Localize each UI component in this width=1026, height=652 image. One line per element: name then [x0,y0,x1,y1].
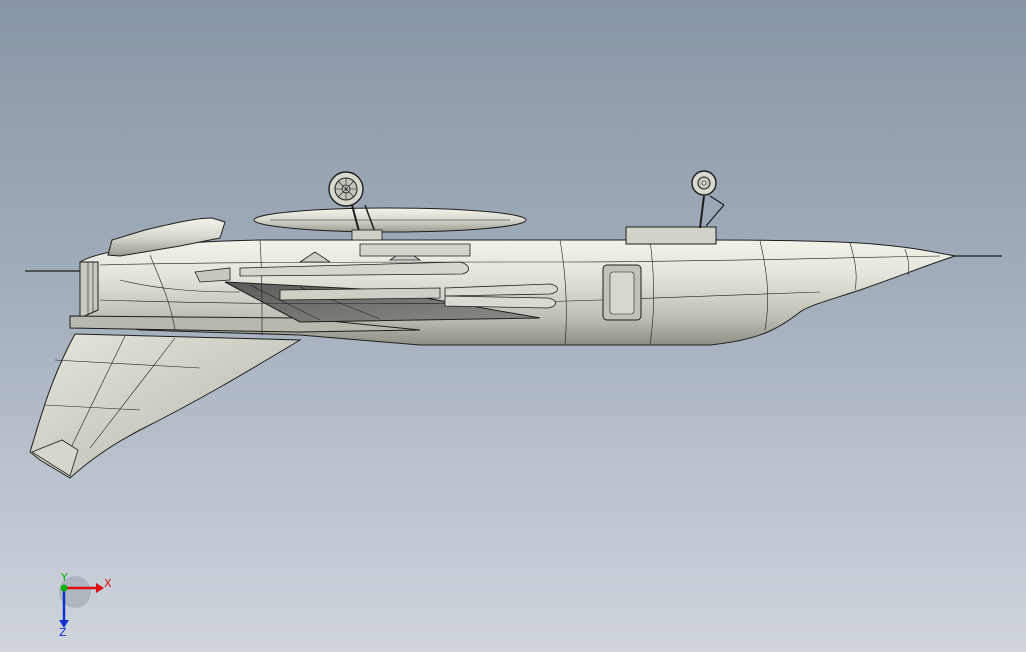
y-axis-label: Y [60,571,68,584]
z-axis-arrowhead [59,620,69,628]
main-landing-gear [328,171,383,241]
x-axis-label: X [104,577,112,590]
orientation-triad: X Y Z [59,571,112,639]
weapon-stores [194,243,558,309]
gear-bay-cover [625,226,717,245]
x-axis-arrowhead [96,583,104,593]
y-axis-dot [60,584,68,592]
engine-nozzle [79,261,99,319]
canopy [107,217,226,257]
nose-landing-gear [691,170,725,229]
z-axis-label: Z [59,626,67,639]
tail-fin [29,333,302,479]
triad-shadow [59,576,91,608]
